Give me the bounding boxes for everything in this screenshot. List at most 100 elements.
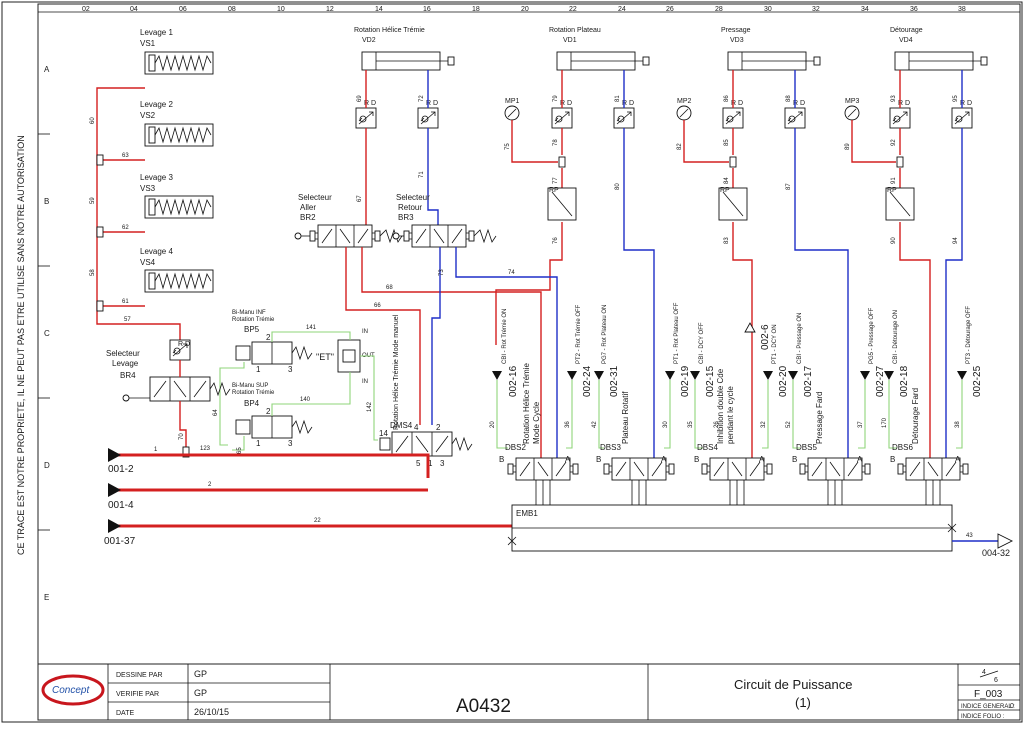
valve-dbs2: Rotation Hélice Trémie Mode Cycle DBS2 B… [499, 363, 579, 481]
sensor-tag: 002-20 [778, 365, 789, 397]
rd-label: R D [960, 100, 972, 107]
line-number: 74 [508, 270, 515, 276]
bp-tag: BP4 [244, 399, 260, 408]
column-label: 04 [130, 6, 138, 13]
line-number: 1 [154, 447, 158, 453]
sensor-tag: 002-17 [803, 365, 814, 397]
actuator-vd2: Rotation Hélice Trémie VD2 R D R D 69 72… [354, 27, 455, 225]
line-number: 20 [490, 421, 496, 428]
checked-by-label: VERIFIE PAR [116, 691, 159, 698]
port-label: 3 [288, 439, 293, 448]
selector-title: Levage [112, 359, 139, 368]
line-number: 62 [122, 225, 129, 231]
line-number: 38 [955, 421, 961, 428]
gauge-tag: MP1 [505, 98, 520, 105]
bp-tag: BP5 [244, 325, 260, 334]
input-ref: 001-2 [108, 464, 134, 475]
sensor-tag: 002-18 [899, 365, 910, 397]
column-label: 10 [277, 6, 285, 13]
valve-tag: DBS3 [600, 443, 621, 452]
sensor-label: PT3 - Détourage OFF [966, 306, 972, 364]
port-label: 1 [256, 439, 261, 448]
selector-tag: BR2 [300, 213, 316, 222]
line-number: 86 [724, 95, 730, 102]
column-label: 34 [861, 6, 869, 13]
sheet-number: 4 [982, 669, 986, 676]
designed-by-label: DESSINE PAR [116, 672, 163, 679]
line-number: 75 [505, 143, 511, 150]
bimanual-bp5: Bi-Manu INF Rotation Trémie BP5 2 1 3 [232, 310, 313, 374]
and-gate: "ET" IN OUT IN [316, 329, 375, 385]
port-label: IN [362, 379, 368, 385]
output-ref: 004-32 [982, 548, 1010, 558]
rd-label: R D [560, 100, 572, 107]
gauge-tag: MP3 [845, 98, 860, 105]
levage-title: Levage 3 [140, 173, 173, 182]
valve-caption: Pressage Fard [815, 392, 824, 444]
line-number: 76 [553, 237, 559, 244]
manifold-tag: EMB1 [516, 509, 538, 518]
valve-port: A [955, 455, 961, 464]
levage-tag: VS3 [140, 184, 156, 193]
valve-caption: Rotation Hélice Trémie [522, 363, 531, 444]
valve-port: B [499, 455, 504, 464]
valve-caption: Détourage Fard [911, 388, 920, 444]
column-label: 30 [764, 6, 772, 13]
row-label: B [44, 197, 49, 206]
sensor-label: CBI - Pressage ON [797, 313, 803, 364]
line-number: 32 [761, 421, 767, 428]
column-label: 32 [812, 6, 820, 13]
selector-title: Aller [300, 203, 316, 212]
selector-br3: Selecteur Retour BR3 [392, 193, 497, 248]
port-label: 3 [440, 459, 445, 468]
valve-port: B [596, 455, 601, 464]
sensor-label: CBI - Détourage ON [893, 310, 899, 364]
manifold-emb1: EMB1 [507, 480, 957, 552]
drawing-title: Circuit de Puissance [734, 677, 853, 692]
sensor-tag: 002-31 [609, 365, 620, 397]
sensor-tag: 002-25 [972, 365, 983, 397]
selector-title: Selecteur [298, 193, 332, 202]
levage-title: Levage 1 [140, 28, 173, 37]
company-logo: Concept [52, 685, 90, 696]
column-label: 14 [375, 6, 383, 13]
actuator-tag: VD3 [730, 37, 744, 44]
port-label: 5 [416, 459, 421, 468]
port-label: 3 [288, 365, 293, 374]
valve-port: A [565, 455, 571, 464]
actuator-vd4: Détourage VD4 R D R D MP3 RP 93 95 89 92… [844, 27, 988, 458]
bp-caption: Rotation Trémie [232, 317, 275, 323]
bp-caption: Bi-Manu SUP [232, 383, 268, 389]
input-ref: 001-37 [104, 536, 136, 547]
line-number: 60 [90, 117, 96, 124]
levage-title: Levage 2 [140, 100, 173, 109]
line-number: 36 [565, 421, 571, 428]
drawing-subtitle: (1) [795, 695, 811, 710]
line-number: 52 [786, 421, 792, 428]
date-value: 26/10/15 [194, 707, 229, 717]
line-number: 140 [300, 397, 311, 403]
line-number: 64 [213, 409, 219, 416]
valve-dbs5: Pressage Fard DBS5 B A [792, 392, 871, 481]
line-number: 94 [953, 237, 959, 244]
line-number: 43 [966, 533, 973, 539]
row-label: E [44, 593, 49, 602]
selector-title: Retour [398, 203, 422, 212]
line-number: 59 [90, 197, 96, 204]
sheet-count: 6 [994, 677, 998, 684]
levage-tag: VS4 [140, 258, 156, 267]
line-number: 78 [553, 139, 559, 146]
line-number: 90 [891, 237, 897, 244]
actuator-title: Rotation Plateau [549, 27, 601, 34]
valve-caption: pendant le cycle [726, 386, 735, 444]
actuator-title: Pressage [721, 27, 751, 34]
line-number: 73 [439, 269, 445, 276]
line-number: 71 [419, 171, 425, 178]
valve-dms4: Rotation Hélice Trémie Mode manuel DMS4 … [379, 314, 473, 468]
sensor-tag: 002-27 [875, 365, 886, 397]
port-label: 2 [266, 333, 271, 342]
valve-tag: DMS4 [390, 421, 413, 430]
selector-br2: Selecteur Aller BR2 [294, 193, 403, 248]
sensor-label: PT1 - Rot Plateau OFF [674, 302, 680, 364]
sensor-label: CBI - DCY OFF [699, 322, 705, 364]
